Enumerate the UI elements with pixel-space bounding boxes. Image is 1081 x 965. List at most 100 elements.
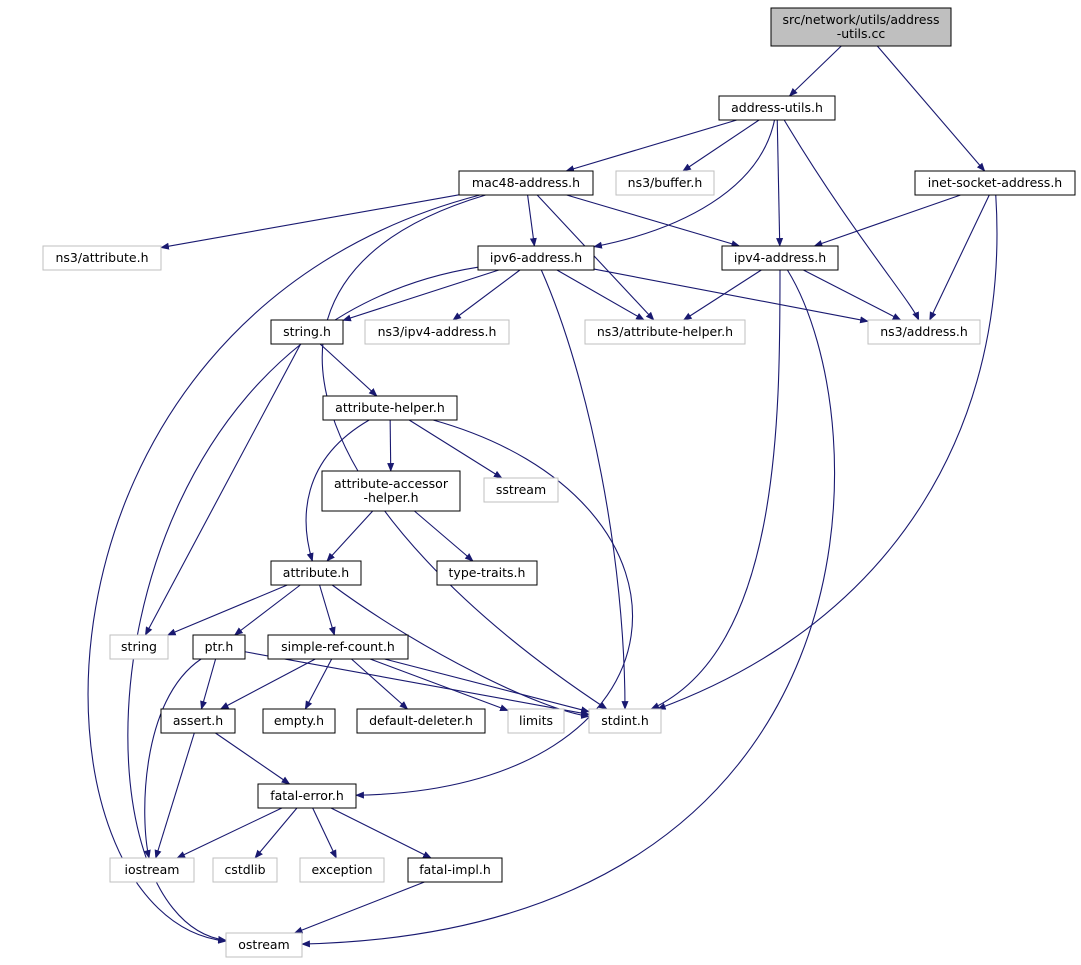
node-string-h[interactable]: string.h bbox=[270, 319, 344, 345]
edge-ptr-h-to-stdint-h bbox=[244, 651, 590, 717]
node-ptr-h[interactable]: ptr.h bbox=[192, 634, 246, 660]
node-address-utils-h[interactable]: address-utils.h bbox=[718, 95, 836, 121]
edge-assert-h-to-fatal-error-h bbox=[215, 732, 291, 785]
edge-attribute-h-to-string bbox=[166, 584, 288, 636]
node-iostream: iostream bbox=[109, 857, 195, 883]
node-type-traits-h[interactable]: type-traits.h bbox=[436, 560, 538, 586]
node-box bbox=[588, 708, 662, 734]
edge-simple-ref-count-h-to-stdint-h bbox=[384, 658, 590, 714]
node-inet-socket-address-h[interactable]: inet-socket-address.h bbox=[914, 170, 1076, 196]
node-label: ipv4-address.h bbox=[734, 250, 826, 265]
edge-ipv4-address-h-to-ostream bbox=[301, 269, 835, 948]
node-label: mac48-address.h bbox=[472, 175, 580, 190]
node-box bbox=[407, 857, 503, 883]
node-address-utils-cc[interactable]: src/network/utils/address-utils.cc bbox=[770, 7, 952, 47]
node-mac48-address-h[interactable]: mac48-address.h bbox=[458, 170, 594, 196]
node-stdint-h: stdint.h bbox=[588, 708, 662, 734]
edge-mac48-address-h-to-stdint-h bbox=[321, 194, 608, 710]
node-fatal-error-h[interactable]: fatal-error.h bbox=[257, 783, 357, 809]
node-ostream: ostream bbox=[225, 932, 303, 958]
edge-attribute-helper-h-to-fatal-error-h bbox=[355, 419, 633, 799]
node-assert-h[interactable]: assert.h bbox=[160, 708, 236, 734]
edge-string-h-to-string bbox=[144, 343, 302, 636]
node-box bbox=[615, 170, 715, 196]
node-box bbox=[721, 245, 839, 271]
edge-address-utils-h-to-ns3-buffer-h bbox=[682, 119, 760, 172]
node-box bbox=[458, 170, 594, 196]
edge-address-utils-cc-to-inet-socket-address-h bbox=[876, 45, 986, 172]
node-box bbox=[270, 319, 344, 345]
node-box bbox=[770, 7, 952, 47]
node-label: simple-ref-count.h bbox=[281, 639, 395, 654]
node-box bbox=[109, 857, 195, 883]
node-cstdlib: cstdlib bbox=[212, 857, 278, 883]
node-box bbox=[270, 560, 362, 586]
node-fatal-impl-h[interactable]: fatal-impl.h bbox=[407, 857, 503, 883]
node-label: iostream bbox=[125, 862, 180, 877]
node-label: type-traits.h bbox=[449, 565, 526, 580]
node-ipv4-address-h[interactable]: ipv4-address.h bbox=[721, 245, 839, 271]
node-box bbox=[718, 95, 836, 121]
node-box bbox=[225, 932, 303, 958]
node-label: attribute.h bbox=[283, 565, 349, 580]
edge-fatal-error-h-to-fatal-impl-h bbox=[330, 807, 432, 859]
edge-address-utils-h-to-ns3-address-h bbox=[783, 119, 920, 321]
edge-ipv6-address-h-to-string-h bbox=[342, 269, 500, 322]
node-ipv6-address-h[interactable]: ipv6-address.h bbox=[477, 245, 595, 271]
node-label: ns3/buffer.h bbox=[628, 175, 703, 190]
node-label: string.h bbox=[283, 324, 331, 339]
node-simple-ref-count-h[interactable]: simple-ref-count.h bbox=[267, 634, 409, 660]
node-box bbox=[914, 170, 1076, 196]
node-box bbox=[867, 319, 981, 345]
node-box bbox=[262, 708, 336, 734]
node-label: cstdlib bbox=[224, 862, 265, 877]
node-box bbox=[267, 634, 409, 660]
node-attribute-accessor-helper-h[interactable]: attribute-accessor-helper.h bbox=[321, 470, 461, 512]
node-box bbox=[321, 470, 461, 512]
node-box bbox=[584, 319, 746, 345]
edge-ptr-h-to-assert-h bbox=[200, 658, 217, 710]
edge-attribute-accessor-helper-h-to-attribute-h bbox=[326, 510, 374, 562]
node-ns3-ipv4-address-h: ns3/ipv4-address.h bbox=[364, 319, 510, 345]
node-label: ns3/attribute.h bbox=[55, 250, 148, 265]
edge-ipv6-address-h-to-ns3-ipv4-address-h bbox=[452, 269, 521, 321]
node-box bbox=[436, 560, 538, 586]
node-label: fatal-error.h bbox=[270, 788, 344, 803]
node-label: assert.h bbox=[173, 713, 223, 728]
node-label: inet-socket-address.h bbox=[928, 175, 1062, 190]
node-label: fatal-impl.h bbox=[419, 862, 491, 877]
node-label: ns3/address.h bbox=[880, 324, 968, 339]
node-label: empty.h bbox=[274, 713, 324, 728]
node-label: sstream bbox=[496, 482, 546, 497]
edge-fatal-error-h-to-iostream bbox=[176, 807, 283, 859]
edges-layer bbox=[87, 45, 998, 948]
edge-attribute-h-to-ptr-h bbox=[234, 584, 301, 636]
node-attribute-helper-h[interactable]: attribute-helper.h bbox=[322, 395, 458, 421]
node-label: exception bbox=[311, 862, 372, 877]
node-attribute-h[interactable]: attribute.h bbox=[270, 560, 362, 586]
node-label: limits bbox=[519, 713, 553, 728]
edge-mac48-address-h-to-ipv4-address-h bbox=[566, 194, 741, 248]
nodes-layer: src/network/utils/address-utils.cc addres… bbox=[42, 7, 1076, 958]
edge-ipv4-address-h-to-ns3-address-h bbox=[803, 269, 902, 321]
node-box bbox=[507, 708, 565, 734]
edge-simple-ref-count-h-to-limits bbox=[369, 658, 509, 712]
edge-attribute-h-to-simple-ref-count-h bbox=[319, 584, 336, 636]
edge-ipv6-address-h-to-ns3-address-h bbox=[593, 268, 869, 324]
node-label: ptr.h bbox=[205, 639, 234, 654]
node-box bbox=[192, 634, 246, 660]
edge-mac48-address-h-to-ns3-attribute-h bbox=[160, 194, 460, 250]
edge-ipv6-address-h-to-ostream bbox=[127, 266, 479, 943]
edge-inet-socket-address-h-to-stdint-h bbox=[656, 194, 998, 710]
edge-address-utils-h-to-ipv6-address-h bbox=[593, 119, 776, 249]
node-default-deleter-h[interactable]: default-deleter.h bbox=[356, 708, 486, 734]
edge-inet-socket-address-h-to-ns3-address-h bbox=[929, 194, 990, 321]
edge-ipv4-address-h-to-stdint-h bbox=[650, 269, 781, 710]
edge-address-utils-cc-to-address-utils-h bbox=[788, 45, 842, 97]
edge-fatal-impl-h-to-ostream bbox=[293, 881, 425, 934]
node-ns3-buffer-h: ns3/buffer.h bbox=[615, 170, 715, 196]
node-empty-h[interactable]: empty.h bbox=[262, 708, 336, 734]
node-ns3-address-h: ns3/address.h bbox=[867, 319, 981, 345]
edge-simple-ref-count-h-to-default-deleter-h bbox=[351, 658, 409, 710]
